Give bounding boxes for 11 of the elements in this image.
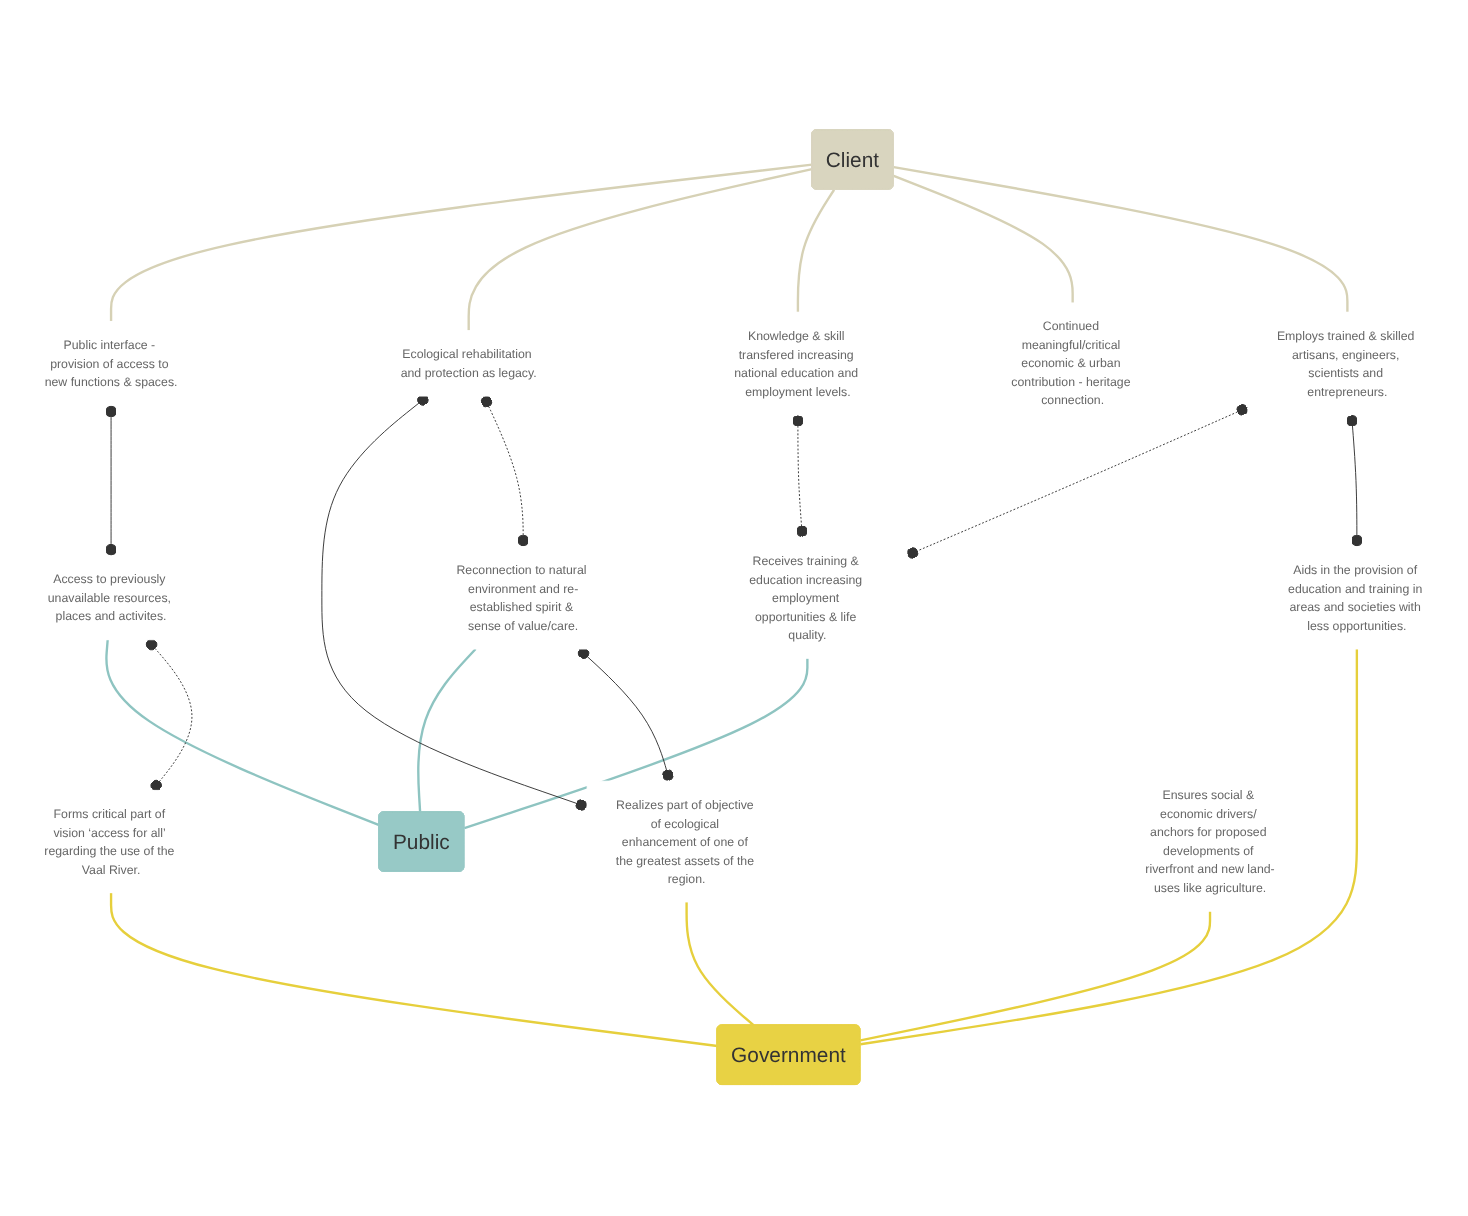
connector	[893, 175, 1074, 304]
connector	[860, 912, 1212, 1043]
connector	[467, 168, 813, 332]
connector	[464, 659, 809, 831]
connector	[796, 190, 836, 314]
connector	[109, 893, 718, 1049]
connector	[893, 166, 1349, 314]
connector	[109, 164, 813, 323]
connector	[685, 902, 755, 1028]
connector	[417, 649, 477, 814]
connector	[860, 649, 1359, 1047]
